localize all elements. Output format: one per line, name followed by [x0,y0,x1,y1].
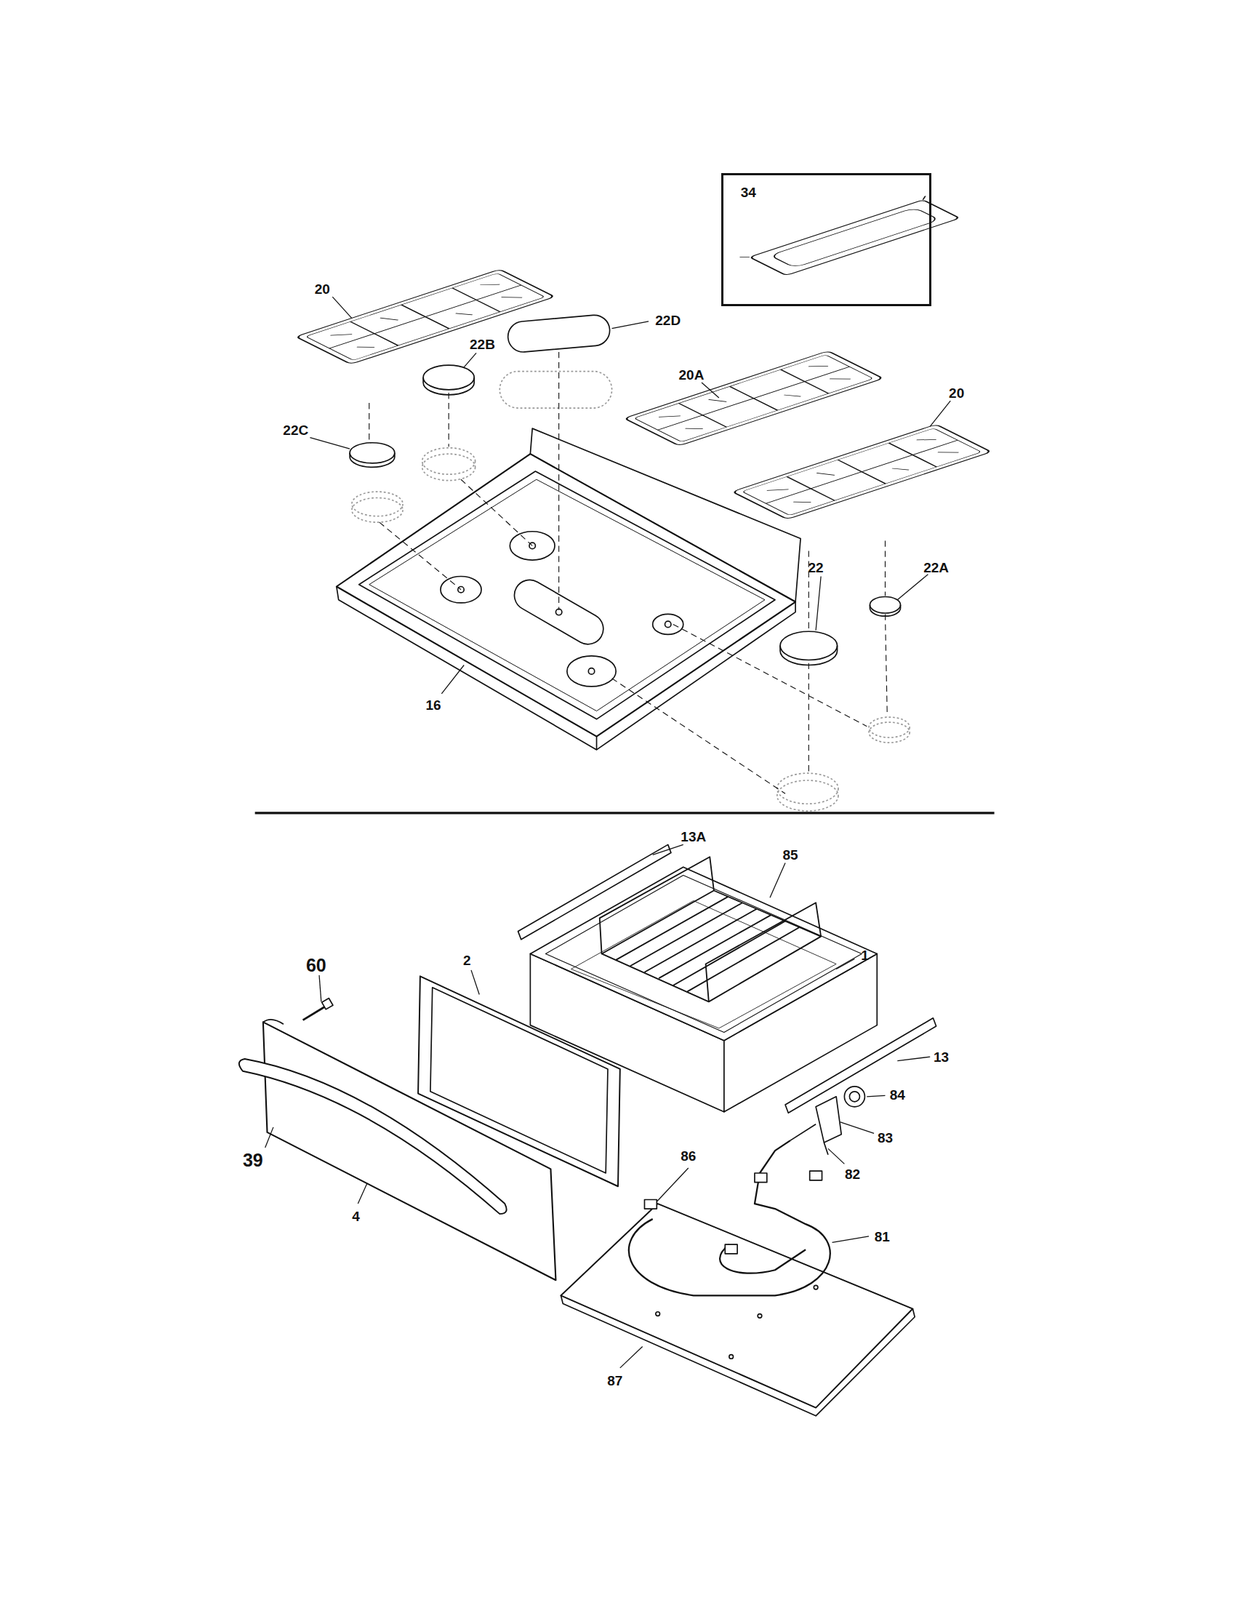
callout-number: 84 [889,1087,906,1102]
callout-number: 34 [740,185,757,200]
inset-box: 34 [721,173,932,306]
callout-number: 16 [426,697,442,712]
callout-number: 22A [923,559,949,574]
callout-number: 2 [463,952,472,967]
callout-number: 13A [680,829,706,844]
callout-number: 82 [844,1166,861,1181]
callout-number: 20 [314,281,331,296]
callout-number: 87 [607,1372,623,1387]
callout-number: 22C [282,422,309,437]
callout-number: 20 [948,386,965,400]
callout-number: 20A [679,367,705,381]
callout-number: 60 [306,955,327,974]
callout-number: 1 [860,947,869,962]
callout-number: 22D [655,313,681,328]
callout-number: 39 [242,1150,264,1169]
callout-number: 22 [808,559,824,574]
callout-number: 83 [877,1129,893,1144]
callout-number: 85 [782,847,798,862]
callout-number: 86 [680,1148,696,1163]
callout-number: 81 [874,1229,890,1244]
callout-number: 13 [933,1049,949,1064]
callout-number: 22B [469,336,496,351]
callout-number: 4 [351,1208,360,1223]
